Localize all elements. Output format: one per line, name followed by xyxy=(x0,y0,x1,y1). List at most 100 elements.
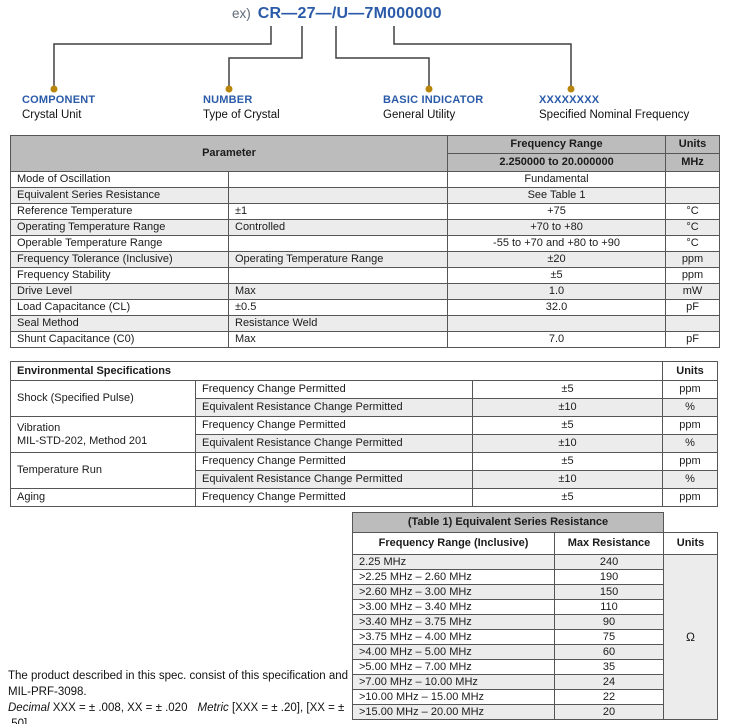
esr-range-cell: >5.00 MHz – 7.00 MHz xyxy=(352,659,555,675)
env-unit-cell: % xyxy=(662,398,718,417)
esr-row: >15.00 MHz – 20.00 MHz 20 xyxy=(352,704,718,720)
parameter-condition-cell xyxy=(227,187,449,204)
callout-dot-icon xyxy=(425,85,433,93)
esr-range-cell: >7.00 MHz – 10.00 MHz xyxy=(352,674,555,690)
esr-row: >2.25 MHz – 2.60 MHz 190 xyxy=(352,569,718,585)
esr-max-cell: 22 xyxy=(553,689,665,705)
parameter-unit-cell: ppm xyxy=(665,267,721,284)
parameter-unit-cell: °C xyxy=(665,203,721,220)
parameter-name-cell: Seal Method xyxy=(10,315,229,332)
environmental-row: Vibration MIL-STD-202, Method 201 Freque… xyxy=(10,416,718,453)
env-value-cell: ±10 xyxy=(472,398,663,417)
esr-max-cell: 60 xyxy=(553,644,665,660)
env-unit-cell: ppm xyxy=(662,380,718,399)
callout-label: NUMBER xyxy=(203,94,253,106)
part-number: CR—27—/U—7M000000 xyxy=(257,5,442,22)
esr-range-cell: >10.00 MHz – 15.00 MHz xyxy=(352,689,555,705)
footnote-line2: MIL-PRF-3098. xyxy=(8,686,87,698)
parameter-condition-cell: Operating Temperature Range xyxy=(227,251,449,268)
env-property-cell: Equivalent Resistance Change Permitted xyxy=(195,434,473,453)
environmental-row: Equivalent Resistance Change Permitted ±… xyxy=(11,470,718,489)
esr-range-cell: 2.25 MHz xyxy=(352,554,555,570)
frequency-range-header: Frequency Range xyxy=(447,135,667,154)
parameter-name-cell: Frequency Tolerance (Inclusive) xyxy=(10,251,229,268)
parameter-unit-cell xyxy=(665,315,721,332)
esr-range-cell: >3.75 MHz – 4.00 MHz xyxy=(352,629,555,645)
parameter-condition-cell: Controlled xyxy=(227,219,449,236)
esr-row: >4.00 MHz – 5.00 MHz 60 xyxy=(352,644,718,660)
parameter-row: Reference Temperature ±1 +75 °C xyxy=(10,203,721,220)
env-unit-cell: % xyxy=(662,434,718,453)
esr-unit-cell: Ω xyxy=(663,554,719,720)
env-category-shock: Shock (Specified Pulse) xyxy=(10,380,196,417)
esr-row: >5.00 MHz – 7.00 MHz 35 xyxy=(352,659,718,675)
parameter-header: Parameter xyxy=(9,135,449,172)
parameter-value-cell xyxy=(447,315,667,332)
esr-row: >2.60 MHz – 3.00 MHz 150 xyxy=(352,584,718,600)
esr-row: >3.75 MHz – 4.00 MHz 75 xyxy=(352,629,718,645)
footnote-line1: The product described in this spec. cons… xyxy=(8,670,349,682)
esr-max-cell: 190 xyxy=(553,569,665,585)
parameter-unit-cell xyxy=(665,171,721,188)
parameter-name-cell: Drive Level xyxy=(10,283,229,300)
esr-row: >10.00 MHz – 15.00 MHz 22 xyxy=(352,689,718,705)
frequency-range-value-header: 2.250000 to 20.000000 xyxy=(447,153,667,172)
metric-label: Metric xyxy=(197,702,229,714)
env-value-cell: ±5 xyxy=(472,452,663,471)
parameter-row: Operable Temperature Range -55 to +70 an… xyxy=(10,235,721,252)
parameter-condition-cell: ±0.5 xyxy=(227,299,449,316)
parameter-name-cell: Load Capacitance (CL) xyxy=(10,299,229,316)
parameter-name-cell: Frequency Stability xyxy=(10,267,229,284)
parameter-row: Mode of Oscillation Fundamental xyxy=(10,171,721,188)
callout-line xyxy=(228,26,303,86)
esr-max-cell: 150 xyxy=(553,584,665,600)
env-value-cell: ±10 xyxy=(472,470,663,489)
parameter-name-cell: Operable Temperature Range xyxy=(10,235,229,252)
parameter-unit-cell: ppm xyxy=(665,251,721,268)
parameter-value-cell: 32.0 xyxy=(447,299,667,316)
esr-max-cell: 24 xyxy=(553,674,665,690)
parameter-name-cell: Mode of Oscillation xyxy=(10,171,229,188)
environmental-row: Temperature Run Frequency Change Permitt… xyxy=(10,452,718,489)
env-category-vibration: Vibration MIL-STD-202, Method 201 xyxy=(10,416,196,453)
environmental-title: Environmental Specifications xyxy=(10,361,663,381)
units-value-header: MHz xyxy=(665,153,721,172)
env-category-aging: Aging xyxy=(10,488,196,507)
env-property-cell: Frequency Change Permitted xyxy=(195,488,473,507)
callout-label: BASIC INDICATOR xyxy=(383,94,484,106)
esr-range-cell: >4.00 MHz – 5.00 MHz xyxy=(352,644,555,660)
units-header: Units xyxy=(665,135,721,154)
esr-max-cell: 35 xyxy=(553,659,665,675)
footnote: The product described in this spec. cons… xyxy=(8,668,353,724)
parameter-name-cell: Operating Temperature Range xyxy=(10,219,229,236)
esr-max-cell: 90 xyxy=(553,614,665,630)
metric-tolerance: [XXX = ± .20], [XX = ± .50] xyxy=(8,702,345,724)
part-number-example: ex) CR—27—/U—7M000000 xyxy=(232,5,442,23)
parameter-row: Frequency Stability ±5 ppm xyxy=(10,267,721,284)
callout-dot-icon xyxy=(567,85,575,93)
parameter-row: Equivalent Series Resistance See Table 1 xyxy=(10,187,721,204)
env-property-cell: Frequency Change Permitted xyxy=(195,416,473,435)
parameter-name-cell: Equivalent Series Resistance xyxy=(10,187,229,204)
callout-line xyxy=(393,26,572,86)
esr-title-spacer xyxy=(664,513,718,533)
environmental-row: Shock (Specified Pulse) Frequency Change… xyxy=(10,380,718,417)
parameter-condition-cell: Max xyxy=(227,331,449,348)
parameter-row: Operating Temperature Range Controlled +… xyxy=(10,219,721,236)
parameter-name-cell: Reference Temperature xyxy=(10,203,229,220)
environmental-table: Environmental Specifications Units Shock… xyxy=(10,361,718,507)
parameter-row: Seal Method Resistance Weld xyxy=(10,315,721,332)
environmental-units-header: Units xyxy=(662,361,718,381)
env-category-line1: Vibration xyxy=(17,421,61,434)
parameter-condition-cell: Max xyxy=(227,283,449,300)
parameter-value-cell: Fundamental xyxy=(447,171,667,188)
esr-row: >3.00 MHz – 3.40 MHz 110 xyxy=(352,599,718,615)
esr-max-header: Max Resistance xyxy=(553,532,665,555)
parameter-value-cell: ±5 xyxy=(447,267,667,284)
environmental-row: Equivalent Resistance Change Permitted ±… xyxy=(11,434,718,453)
parameter-name-cell: Shunt Capacitance (C0) xyxy=(10,331,229,348)
environmental-row: Equivalent Resistance Change Permitted ±… xyxy=(11,398,718,417)
parameter-value-cell: ±20 xyxy=(447,251,667,268)
